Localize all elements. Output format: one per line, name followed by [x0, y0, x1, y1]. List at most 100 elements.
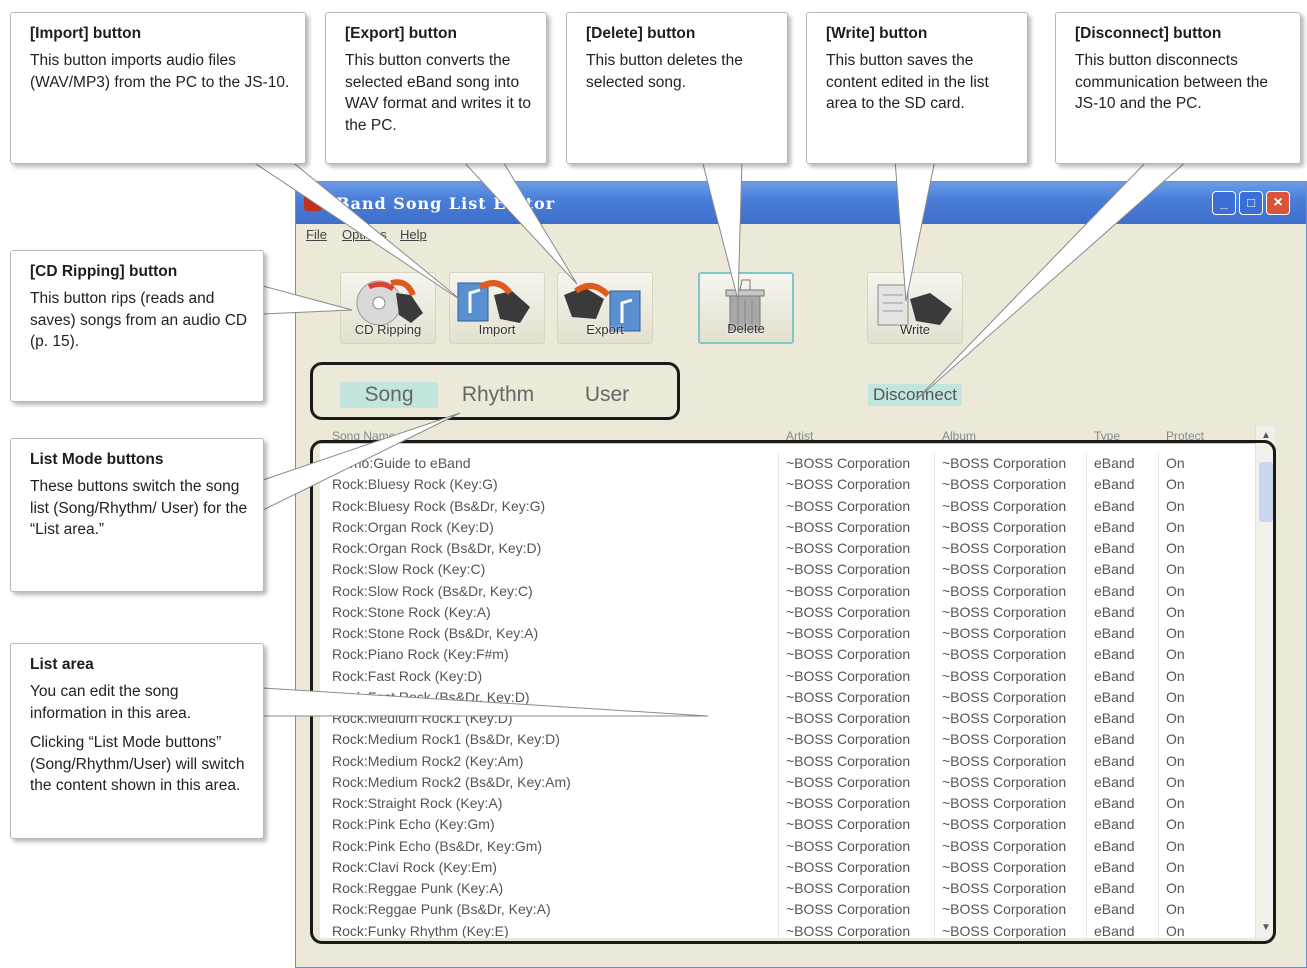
- table-row[interactable]: Rock:Reggae Punk (Bs&Dr, Key:A) ~BOSS Cor…: [320, 899, 1255, 920]
- cell-album: ~BOSS Corporation: [942, 476, 1067, 493]
- cd-ripping-button[interactable]: CD Ripping: [340, 272, 436, 344]
- callout-cd-ripping-title: [CD Ripping] button: [30, 263, 178, 280]
- table-row[interactable]: Rock:Clavi Rock (Key:Em)~BOSS Corporatio…: [320, 857, 1255, 878]
- cell-album: ~BOSS Corporation: [942, 646, 1067, 663]
- cd-ripping-label: CD Ripping: [354, 322, 422, 337]
- list-scrollbar[interactable]: ▲ ▼: [1255, 426, 1275, 938]
- table-row[interactable]: Rock:Bluesy Rock (Key:G)~BOSS Corporatio…: [320, 474, 1255, 495]
- pointer-cd-ripping: [262, 285, 353, 315]
- menu-help[interactable]: Help: [400, 227, 427, 242]
- table-row[interactable]: Rock:Organ Rock (Key:D)~BOSS Corporation…: [320, 517, 1255, 538]
- table-row[interactable]: Rock:Straight Rock (Key:A)~BOSS Corporat…: [320, 793, 1255, 814]
- table-row[interactable]: Rock:Reggae Punk (Key:A)~BOSS Corporatio…: [320, 878, 1255, 899]
- column-artist[interactable]: Artist: [786, 429, 814, 443]
- cell-type: eBand: [1094, 816, 1135, 833]
- cell-artist: ~BOSS Corporation: [786, 476, 911, 493]
- cell-artist: ~BOSS Corporation: [786, 540, 911, 556]
- cell-type: eBand: [1094, 518, 1135, 535]
- table-row[interactable]: Rock:Stone Rock (Key:A) ~BOSS Corporation…: [320, 602, 1255, 623]
- menu-file[interactable]: File: [306, 227, 327, 242]
- delete-label: Delete: [727, 321, 765, 336]
- callout-disconnect-title: [Disconnect] button: [1075, 25, 1222, 42]
- callout-list-mode-desc: These buttons switch the song list (Song…: [30, 478, 248, 538]
- cell-song-name: Rock:Clavi Rock (Key:Em): [332, 858, 497, 875]
- cell-artist: ~BOSS Corporation: [786, 773, 911, 790]
- cd-ripping-icon: [356, 279, 423, 326]
- cell-song-name: Rock:Straight Rock (Key:A): [332, 795, 503, 811]
- cell-protect: On: [1166, 901, 1185, 918]
- mode-song-button[interactable]: Song: [340, 382, 438, 408]
- cell-protect: On: [1166, 880, 1185, 896]
- pointer-disconnect: [915, 159, 1190, 401]
- import-button[interactable]: Import: [449, 272, 545, 344]
- cell-type: eBand: [1094, 476, 1135, 493]
- cell-protect: On: [1166, 795, 1185, 811]
- cell-artist: ~BOSS Corporation: [786, 497, 911, 514]
- cell-protect: On: [1166, 561, 1185, 578]
- callout-write-desc: This button saves the content edited in …: [826, 52, 989, 112]
- scroll-down-icon[interactable]: ▼: [1261, 922, 1271, 933]
- cell-artist: ~BOSS Corporation: [786, 603, 911, 620]
- cell-album: ~BOSS Corporation: [942, 816, 1067, 833]
- table-row[interactable]: Rock:Slow Rock (Key:C)~BOSS Corporation~…: [320, 559, 1255, 580]
- column-album[interactable]: Album: [942, 429, 977, 443]
- table-row[interactable]: Rock:Medium Rock1 (Bs&Dr, Key:D)~BOSS Co…: [320, 729, 1255, 750]
- list-mode-highlight-frame: [310, 362, 680, 420]
- callout-delete-desc: This button deletes the selected song.: [586, 52, 743, 91]
- close-button[interactable]: ×: [1266, 191, 1290, 215]
- cell-artist: ~BOSS Corporation: [786, 901, 911, 918]
- disconnect-button[interactable]: Disconnect: [868, 384, 962, 406]
- cell-protect: On: [1166, 476, 1185, 493]
- table-row[interactable]: Rock:Piano Rock (Key:F#m)~BOSS Corporati…: [320, 644, 1255, 665]
- maximize-button[interactable]: □: [1239, 191, 1263, 215]
- table-row[interactable]: Rock:Stone Rock (Bs&Dr, Key:A)~BOSS Corp…: [320, 623, 1255, 644]
- column-protect[interactable]: Protect: [1166, 429, 1205, 443]
- mode-user-button[interactable]: User: [559, 382, 655, 408]
- pointer-import: [248, 159, 463, 302]
- cell-type: eBand: [1094, 561, 1135, 578]
- cell-album: ~BOSS Corporation: [942, 455, 1067, 471]
- cell-song-name: Rock:Reggae Punk (Bs&Dr, Key:A): [332, 901, 551, 918]
- export-button[interactable]: Export: [557, 272, 653, 344]
- table-row[interactable]: Rock:Pink Echo (Key:Gm)~BOSS Corporation…: [320, 814, 1255, 835]
- table-row[interactable]: Rock:Fast Rock (Key:D)~BOSS Corporation~…: [320, 666, 1255, 687]
- table-row[interactable]: Rock:Organ Rock (Bs&Dr, Key:D)~BOSS Corp…: [320, 538, 1255, 559]
- table-row[interactable]: Rock:Funky Rhythm (Key:E)~BOSS Corporati…: [320, 921, 1255, 939]
- table-row[interactable]: Rock:Slow Rock (Bs&Dr, Key:C)~BOSS Corpo…: [320, 581, 1255, 602]
- cell-type: eBand: [1094, 773, 1135, 790]
- export-label: Export: [586, 322, 624, 337]
- cell-artist: ~BOSS Corporation: [786, 455, 911, 471]
- song-list[interactable]: Song Name Artist Album Type Protect Demo…: [320, 426, 1275, 938]
- delete-button[interactable]: Delete: [698, 272, 794, 344]
- write-icon: [877, 284, 952, 326]
- table-row[interactable]: Rock:Bluesy Rock (Bs&Dr, Key:G)~BOSS Cor…: [320, 496, 1255, 517]
- cell-protect: On: [1166, 922, 1185, 939]
- column-song-name[interactable]: Song Name: [332, 429, 396, 443]
- write-button[interactable]: Write: [867, 272, 963, 344]
- cell-protect: On: [1166, 710, 1185, 726]
- scroll-up-icon[interactable]: ▲: [1261, 430, 1271, 441]
- list-rows: Demo:Guide to eBand~BOSS Corporation~BOS…: [320, 453, 1255, 938]
- cell-song-name: Rock:Stone Rock (Key:A): [332, 603, 491, 620]
- cell-type: eBand: [1094, 795, 1135, 811]
- cell-protect: On: [1166, 773, 1185, 790]
- table-row[interactable]: Rock:Medium Rock2 (Bs&Dr, Key:Am)~BOSS C…: [320, 772, 1255, 793]
- pointer-list-area: [262, 687, 709, 717]
- cell-album: ~BOSS Corporation: [942, 837, 1067, 854]
- table-row[interactable]: Rock:Pink Echo (Bs&Dr, Key:Gm)~BOSS Corp…: [320, 836, 1255, 857]
- cell-type: eBand: [1094, 858, 1135, 875]
- cell-artist: ~BOSS Corporation: [786, 880, 911, 896]
- column-type[interactable]: Type: [1094, 429, 1121, 443]
- table-row[interactable]: Rock:Medium Rock2 (Key:Am)~BOSS Corporat…: [320, 751, 1255, 772]
- scroll-thumb[interactable]: [1259, 462, 1273, 522]
- import-icon: [457, 280, 530, 323]
- mode-rhythm-button[interactable]: Rhythm: [450, 382, 546, 408]
- callout-write: [Write] button This button saves the con…: [806, 12, 1028, 164]
- cell-album: ~BOSS Corporation: [942, 518, 1067, 535]
- cell-album: ~BOSS Corporation: [942, 625, 1067, 641]
- callout-export-desc: This button converts the selected eBand …: [345, 52, 532, 134]
- cell-type: eBand: [1094, 667, 1135, 684]
- cell-type: eBand: [1094, 752, 1135, 769]
- minimize-button[interactable]: _: [1212, 191, 1236, 215]
- cell-song-name: Rock:Funky Rhythm (Key:E): [332, 922, 509, 939]
